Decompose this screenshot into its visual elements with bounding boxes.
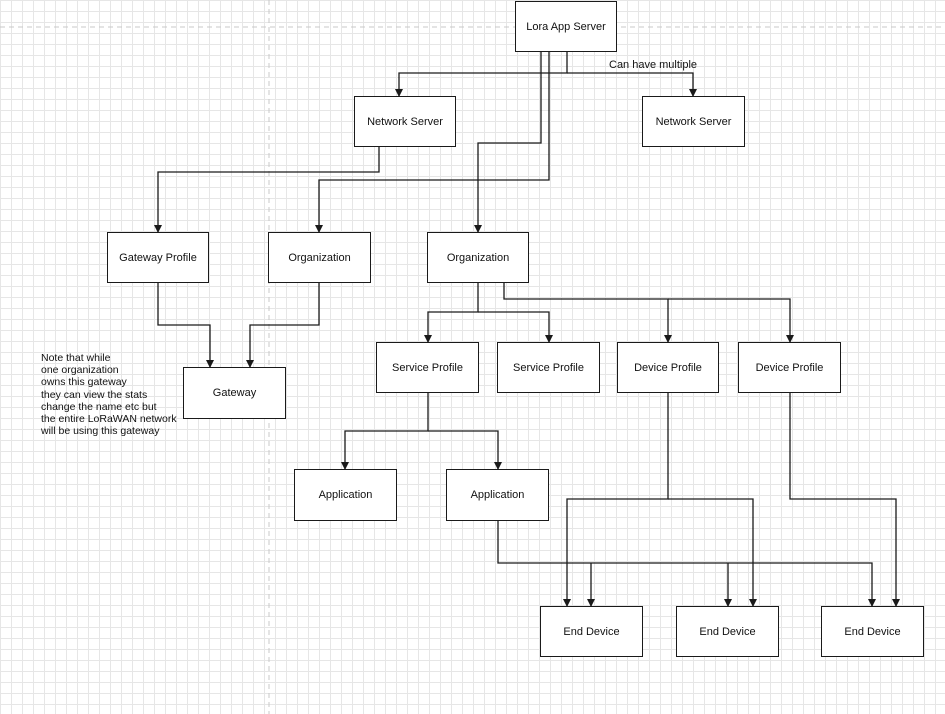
- edge-app-to-network-server-a: [395, 52, 568, 97]
- edge-network-server-to-gateway-profile: [154, 147, 380, 233]
- edge-app-to-network-server-b: [567, 72, 697, 97]
- note-line: one organization: [41, 364, 119, 377]
- edge-service-profile-to-application-a: [341, 393, 429, 470]
- edge-device-profile-b-to-end-device-c: [789, 393, 900, 607]
- annotation-can-have-multiple: Can have multiple: [609, 59, 698, 71]
- node-network-server-b[interactable]: Network Server: [642, 96, 745, 147]
- note-line: change the name etc but: [41, 400, 157, 413]
- edge-app-to-organization-b: [474, 52, 542, 233]
- edge-device-profile-a-to-end-device-a: [563, 393, 669, 607]
- node-application-a[interactable]: Application: [294, 469, 397, 521]
- node-gateway[interactable]: Gateway: [183, 367, 286, 419]
- edge-organization-a-to-gateway: [246, 283, 320, 368]
- edge-organization-b-to-device-profile-a: [503, 283, 672, 343]
- note-line: Note that while: [41, 352, 111, 364]
- node-service-profile-a[interactable]: Service Profile: [376, 342, 479, 393]
- edge-organization-b-to-device-profile-b: [668, 298, 794, 343]
- note-line: the entire LoRaWAN network: [41, 413, 177, 426]
- node-network-server-a[interactable]: Network Server: [354, 96, 456, 147]
- edge-application-b-to-end-devices: [497, 520, 876, 607]
- node-lora-app-server[interactable]: Lora App Server: [515, 1, 617, 52]
- node-organization-a[interactable]: Organization: [268, 232, 371, 283]
- node-end-device-a[interactable]: End Device: [540, 606, 643, 657]
- note-line: owns this gateway: [41, 376, 127, 389]
- edge-organization-b-to-service-profile-a: [424, 283, 479, 343]
- node-device-profile-a[interactable]: Device Profile: [617, 342, 719, 393]
- edge-device-profile-a-to-end-device-b: [668, 498, 757, 607]
- node-organization-b[interactable]: Organization: [427, 232, 529, 283]
- note-line: will be using this gateway: [41, 425, 160, 438]
- node-end-device-b[interactable]: End Device: [676, 606, 779, 657]
- edge-organization-b-to-service-profile-b: [478, 311, 553, 343]
- edge-gateway-profile-to-gateway: [157, 283, 214, 368]
- node-service-profile-b[interactable]: Service Profile: [497, 342, 600, 393]
- node-gateway-profile[interactable]: Gateway Profile: [107, 232, 209, 283]
- edge-service-profile-to-application-b: [428, 430, 502, 470]
- edge-app-to-organization-a: [315, 52, 550, 233]
- note-line: they can view the stats: [41, 388, 148, 401]
- node-application-b[interactable]: Application: [446, 469, 549, 521]
- gateway-ownership-note: Note that while one organization owns th…: [41, 352, 177, 437]
- node-device-profile-b[interactable]: Device Profile: [738, 342, 841, 393]
- node-end-device-c[interactable]: End Device: [821, 606, 924, 657]
